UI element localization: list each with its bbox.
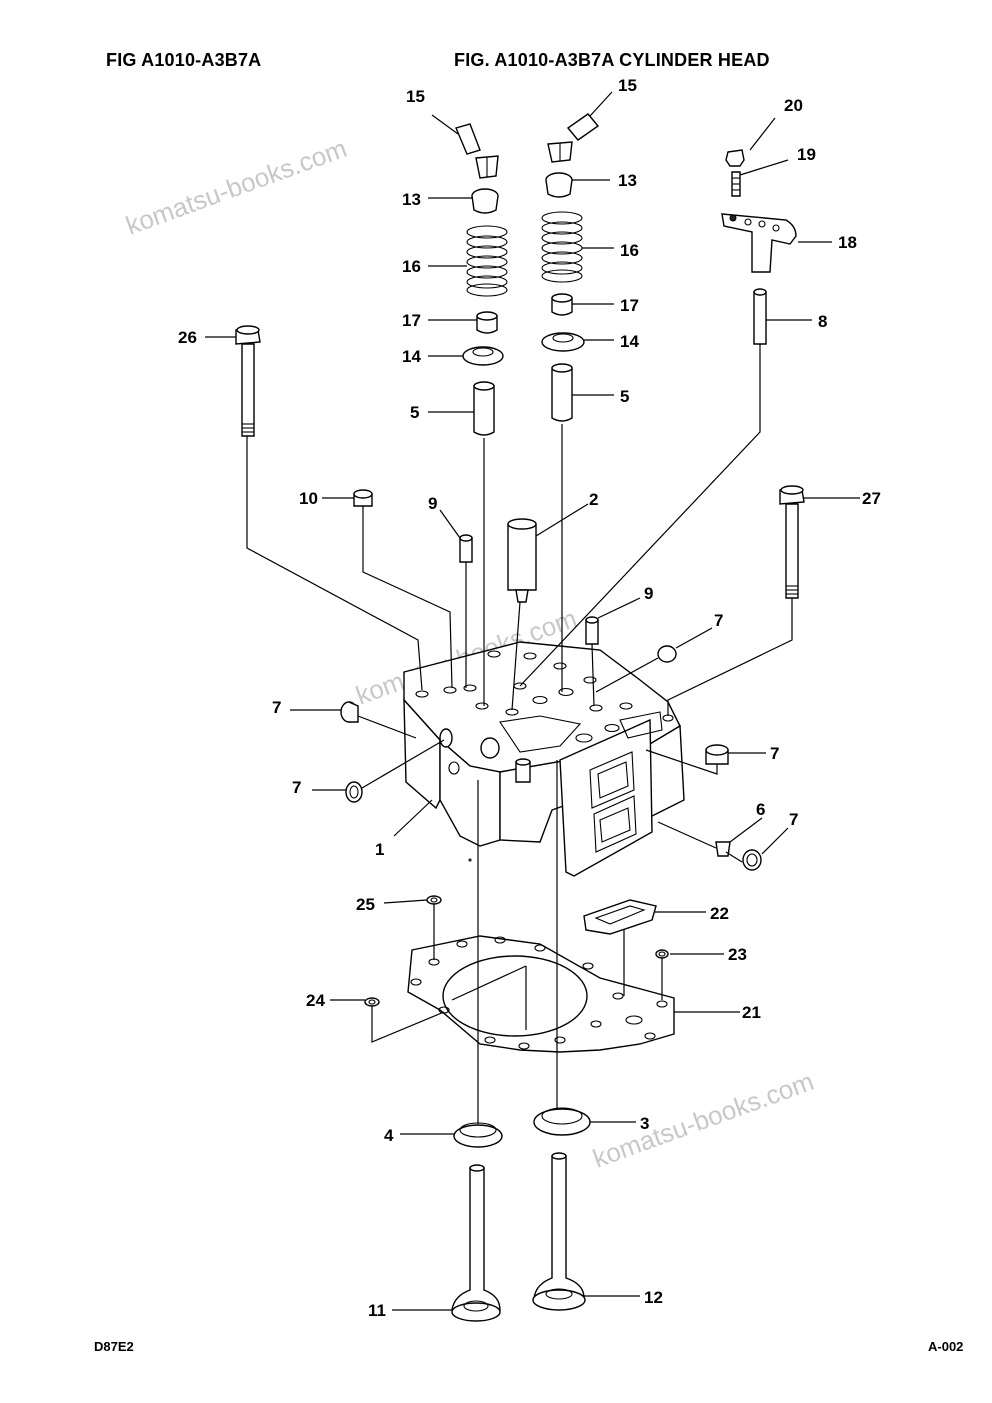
callout: 21 xyxy=(742,1003,761,1022)
crosshead-assembly xyxy=(721,149,797,345)
callout: 19 xyxy=(797,145,816,164)
callout: 22 xyxy=(710,904,729,923)
callout: 7 xyxy=(770,744,779,763)
callout: 17 xyxy=(620,296,639,315)
callout: 5 xyxy=(620,387,629,406)
page-code: A-002 xyxy=(928,1339,964,1354)
callout: 27 xyxy=(862,489,881,508)
callout: 12 xyxy=(644,1288,663,1307)
valve-12 xyxy=(532,1152,586,1311)
callout: 14 xyxy=(620,332,639,351)
callout: 8 xyxy=(818,312,827,331)
callout: 23 xyxy=(728,945,747,964)
cylinder-head-body xyxy=(403,641,685,877)
small-parts-upper xyxy=(353,489,599,645)
valve-stack-left xyxy=(455,123,508,436)
model-code: D87E2 xyxy=(94,1339,134,1354)
callout: 5 xyxy=(410,403,419,422)
callout: 4 xyxy=(384,1126,394,1145)
callout: 20 xyxy=(784,96,803,115)
bolt-27 xyxy=(779,485,805,599)
callout: 16 xyxy=(620,241,639,260)
fig-label: FIG A1010-A3B7A xyxy=(106,50,262,70)
callout: 15 xyxy=(406,87,425,106)
gasket-22 xyxy=(583,899,657,935)
callout: 13 xyxy=(618,171,637,190)
callout: 15 xyxy=(618,76,637,95)
callout: 16 xyxy=(402,257,421,276)
callout: 9 xyxy=(428,494,437,513)
watermark: komatsu-books.com xyxy=(589,1066,818,1174)
valve-11 xyxy=(451,1164,501,1322)
bolt-26 xyxy=(235,325,261,437)
fig-title: FIG. A1010-A3B7A CYLINDER HEAD xyxy=(454,50,770,70)
cylinder-head-gasket xyxy=(407,935,675,1053)
callout: 7 xyxy=(272,698,281,717)
small-washers xyxy=(364,895,669,1007)
callout: 2 xyxy=(589,490,598,509)
callout: 7 xyxy=(292,778,301,797)
callout: 7 xyxy=(789,810,798,829)
callout: 9 xyxy=(644,584,653,603)
callout: 7 xyxy=(714,611,723,630)
callout: 14 xyxy=(402,347,421,366)
callout: 11 xyxy=(368,1301,386,1320)
callout: 26 xyxy=(178,328,197,347)
callout: 24 xyxy=(306,991,325,1010)
callout: 10 xyxy=(299,489,318,508)
callout: 3 xyxy=(640,1114,649,1133)
callout: 6 xyxy=(756,800,765,819)
callout: 1 xyxy=(375,840,384,859)
callout: 13 xyxy=(402,190,421,209)
valve-stack-right xyxy=(541,113,600,422)
watermark: komatsu-books.com xyxy=(122,133,351,241)
callout-numbers: 15 15 20 19 13 13 18 16 16 8 17 17 26 14… xyxy=(178,76,881,1320)
assembly-lines xyxy=(205,91,860,1311)
valve-seat-inserts xyxy=(453,1107,591,1148)
callout: 18 xyxy=(838,233,857,252)
callout: 25 xyxy=(356,895,375,914)
callout: 17 xyxy=(402,311,421,330)
